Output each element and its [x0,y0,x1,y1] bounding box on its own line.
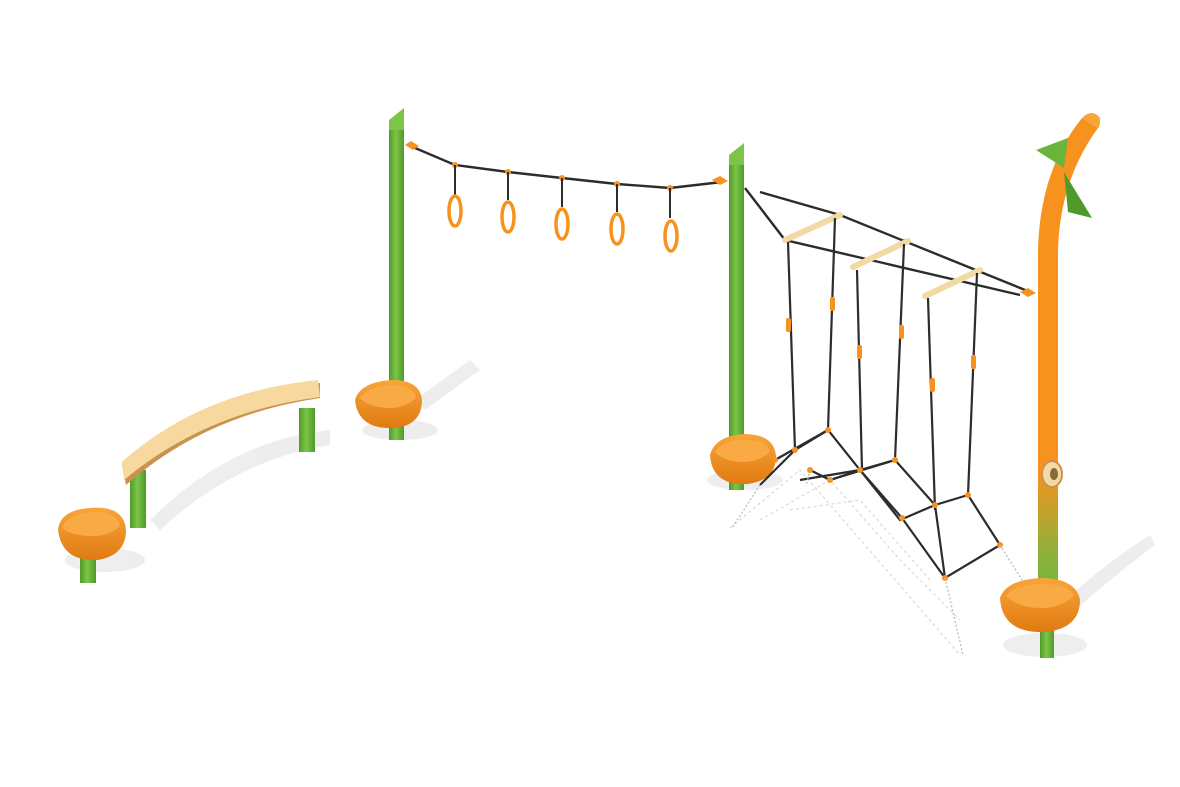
leaf-flag-lower [1064,172,1092,218]
wood-rung-1 [782,212,843,243]
wood-rung-3 [922,267,983,299]
rope-net-climber [731,187,1036,656]
gym-ring-3 [554,207,570,241]
bench-top [122,380,320,480]
green-post-1 [355,108,422,440]
bench-leg-left [130,470,146,528]
orange-curved-post [1000,113,1100,658]
net-shadow [729,469,961,656]
curved-bench [122,380,320,528]
bench-leg-right [299,408,315,452]
gym-ring-4 [609,212,625,246]
leaf-flag-upper [1036,138,1068,168]
gym-ring-5 [663,219,679,253]
wood-rung-2 [850,238,911,270]
rings-traverse [405,141,728,253]
gym-ring-2 [500,200,516,234]
gym-ring-1 [447,194,463,228]
stepping-stone-1 [58,507,126,583]
green-post-2 [710,143,776,490]
